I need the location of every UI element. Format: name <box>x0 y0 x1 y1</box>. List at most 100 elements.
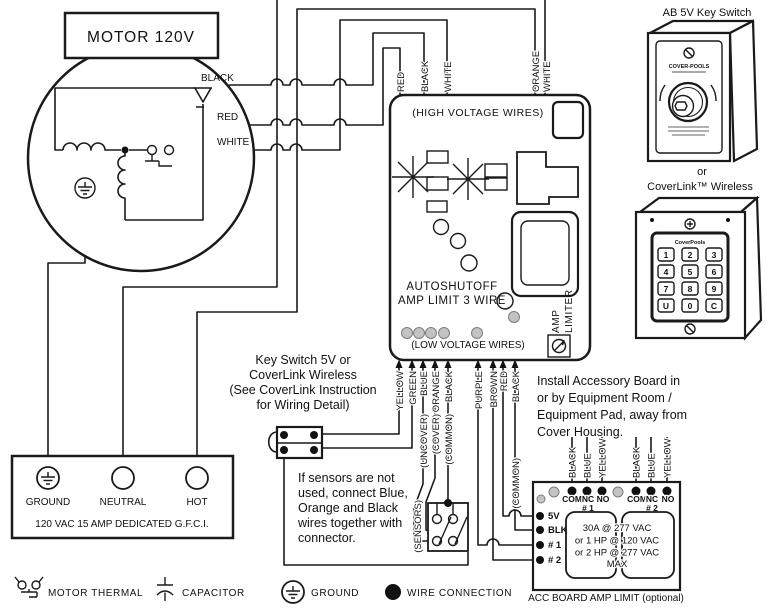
motor-wire-label-white: WHITE <box>217 137 250 148</box>
svg-text:5: 5 <box>688 267 693 277</box>
svg-text:6: 6 <box>712 267 717 277</box>
gfci-box: GROUND NEUTRAL HOT 120 VAC 15 AMP DEDICA… <box>10 454 235 540</box>
bottom-wire-label-black: BLACK <box>444 370 455 402</box>
legend-motor-thermal-label: MOTOR THERMAL <box>48 588 143 599</box>
or-label: or <box>697 166 707 178</box>
acc-common-label: (COMMON) <box>511 458 522 509</box>
svg-text:2: 2 <box>688 250 693 260</box>
motor-title: MOTOR 120V <box>87 29 195 46</box>
svg-text:C: C <box>711 301 717 311</box>
wire-blue <box>413 367 432 542</box>
wire-brown <box>492 367 536 561</box>
heatsink-right <box>447 158 489 200</box>
motor-thermal-bracket <box>145 155 172 167</box>
acc-relay2-number: # 2 <box>646 503 658 513</box>
legend: MOTOR THERMAL CAPACITOR GROUND WIRE CONN… <box>14 576 512 604</box>
top-wire-label-white2: WHITE <box>542 61 553 92</box>
board-title-line2: AMP LIMIT 3 WIRE <box>398 295 506 307</box>
svg-text:9: 9 <box>712 284 717 294</box>
acc-rating-line2: or 1 HP @ 120 VAC <box>575 536 659 547</box>
sensors-note-line1: If sensors are not <box>298 471 395 485</box>
board-component-rect-3 <box>426 200 448 213</box>
accessory-note-line3: Equipment Pad, away from <box>537 408 687 422</box>
legend-ground-label: GROUND <box>311 588 359 599</box>
acc-relay1-nc: NC <box>582 494 594 504</box>
connector-pin-3 <box>280 446 288 454</box>
bottom-wire-label-blue: BLUE <box>419 371 430 396</box>
wire-hot-orange <box>196 8 536 467</box>
motor-ground-circle <box>74 177 96 199</box>
control-board: (HIGH VOLTAGE WIRES) AUTOSHUTOFF AMP LIM… <box>388 93 592 362</box>
acc-relay-wires <box>571 437 668 487</box>
gfci-neutral-circle <box>111 466 135 490</box>
sensors-note-line2: used, connect Blue, <box>298 486 408 500</box>
sensors-note: If sensors are not used, connect Blue, O… <box>297 471 408 545</box>
acc-terminal-blk: BLK <box>548 525 568 536</box>
bottom-wire-label-green: GREEN <box>408 371 419 405</box>
acc-relay1-com: COM <box>562 494 582 504</box>
board-led-3 <box>425 327 437 339</box>
low-voltage-wires <box>283 367 668 566</box>
capacitor-icon <box>156 577 174 601</box>
top-wire-label-white: WHITE <box>443 61 454 92</box>
acc-rating-line3: or 2 HP @ 277 VAC <box>575 548 659 559</box>
keypad-screw-top-slot <box>687 221 693 227</box>
motor-title-box <box>63 11 220 60</box>
svg-text:7: 7 <box>664 284 669 294</box>
acc-relay2-com: COM <box>627 494 647 504</box>
acc-rating-text: 30A @ 277 VAC or 1 HP @ 120 VAC or 2 HP … <box>574 522 661 572</box>
motor-thermal-icon <box>14 576 44 598</box>
acc-terminal-5v: 5V <box>548 511 560 522</box>
motor: MOTOR 120V BLACK RED WHITE <box>26 11 256 273</box>
top-wire-label-red: RED <box>396 72 407 92</box>
gfci-hot-label: HOT <box>186 497 207 508</box>
acc-rating-bracket-1 <box>565 511 617 579</box>
acc-wire-blue-2: BLUE <box>647 453 658 478</box>
acc-board-outline <box>531 480 682 592</box>
amp-limiter-word1: AMP <box>551 310 562 333</box>
accessory-note-line4: Cover Housing. <box>537 425 623 439</box>
board-led-2 <box>413 327 425 339</box>
board-pad-1 <box>432 218 450 236</box>
key-switch-rotation-arrows <box>659 84 717 102</box>
legend-wire-connection-label: WIRE CONNECTION <box>407 588 512 599</box>
wireless-title: CoverLink™ Wireless <box>647 181 753 193</box>
key-switch-title: AB 5V Key Switch <box>663 7 752 19</box>
acc-wire-black-1: BLACK <box>568 446 579 478</box>
svg-text:4: 4 <box>664 267 669 277</box>
motor-aux-path <box>117 104 204 221</box>
motor-thermal-contact-2 <box>163 144 175 156</box>
board-component-topright <box>551 100 585 140</box>
function-label-uncover: (UNCOVER) <box>419 414 430 468</box>
sensors-note-line4: wires together with <box>297 516 402 530</box>
board-top-wire-labels: RED BLACK WHITE ORANGE WHITE <box>395 50 555 94</box>
svg-text:0: 0 <box>688 301 693 311</box>
keypad-dot-left <box>650 218 654 222</box>
key-switch-screw-top-slot <box>685 49 693 57</box>
key-switch-note-line3: (See CoverLink Instruction <box>229 383 376 397</box>
sensor-lever-1 <box>438 516 452 545</box>
acc-relay-terminals: COM NC NO # 1 COM NC NO # 2 <box>561 486 676 513</box>
board-component-rect-1 <box>426 150 449 164</box>
key-switch-note-line2: CoverLink Wireless <box>249 368 357 382</box>
svg-text:1: 1 <box>664 250 669 260</box>
acc-rating-line4: MAX <box>607 559 628 570</box>
wire-green <box>318 367 413 449</box>
wire-connector-loop <box>283 452 469 566</box>
function-label-cover: (COVER) <box>431 414 442 454</box>
ground-icon <box>281 580 305 604</box>
motor-main-winding <box>62 142 121 151</box>
acc-board-caption: ACC BOARD AMP LIMIT (optional) <box>528 593 684 604</box>
keypad-dot-right <box>726 218 730 222</box>
acc-wire-labels: BLACK BLUE YELLOW BLACK BLUE YELLOW <box>566 437 675 479</box>
acc-hole-2 <box>548 486 560 498</box>
wire-connection-icon <box>385 584 401 600</box>
key-switch-plate <box>655 40 723 154</box>
amp-limit-potentiometer <box>547 334 571 358</box>
connector-pin-4 <box>310 446 318 454</box>
acc-wire-yellow-2: YELLOW <box>663 438 674 478</box>
connector-pin-2 <box>310 431 318 439</box>
